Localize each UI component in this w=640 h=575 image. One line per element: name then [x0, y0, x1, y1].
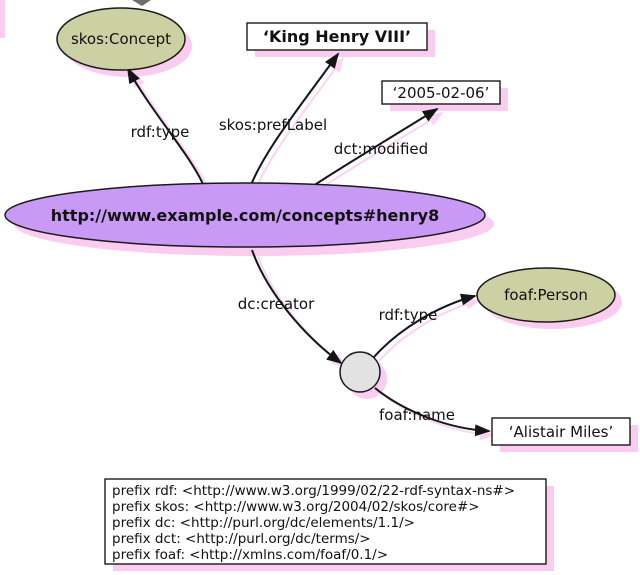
clipped-arrowhead: [132, 0, 151, 6]
prefix-legend-box: [104, 478, 547, 565]
concept-class-node: [56, 7, 186, 71]
modified-edge-echo: [317, 111, 444, 191]
name-edge: [374, 387, 491, 437]
rdf-type2-edge: [373, 293, 477, 358]
preflabel-edge-echo: [255, 56, 345, 190]
person-class-label: foaf:Person: [504, 286, 588, 304]
blank-node: [339, 351, 381, 393]
rdf-type-edge-label: rdf:type: [131, 123, 190, 141]
clipped-shadow-sliver: [0, 0, 5, 38]
subject-resource-node: [4, 182, 486, 248]
preflabel-edge-label: skos:prefLabel: [219, 116, 327, 134]
name-literal-node: [491, 417, 631, 446]
modified-literal-node: [381, 80, 501, 105]
name-literal-label: ‘Alistair Miles’: [509, 423, 613, 441]
subject-resource-label: http://www.example.com/concepts#henry8: [51, 206, 439, 225]
creator-edge: [251, 249, 343, 365]
preflabel-literal-label: ‘King Henry VIII’: [263, 27, 411, 46]
person-class-node: [476, 267, 616, 323]
rdf-type-edge-echo: [132, 71, 209, 189]
creator-edge-label: dc:creator: [238, 295, 315, 313]
modified-literal-label: ‘2005-02-06’: [393, 84, 490, 102]
prefix-line: prefix dc: <http://purl.org/dc/elements/…: [112, 515, 415, 531]
prefix-line: prefix foaf: <http://xmlns.com/foaf/0.1/…: [112, 547, 388, 563]
modified-edge: [312, 107, 439, 187]
preflabel-edge: [250, 52, 340, 186]
prefix-line: prefix dct: <http://purl.org/dc/terms/>: [112, 531, 371, 547]
concept-class-label: skos:Concept: [71, 30, 171, 48]
preflabel-literal-node: [246, 22, 428, 51]
rdf-type-edge: [127, 67, 204, 185]
modified-edge-label: dct:modified: [334, 140, 428, 158]
name-edge-label: foaf:name: [379, 406, 455, 424]
prefix-line: prefix skos: <http://www.w3.org/2004/02/…: [112, 499, 480, 515]
prefix-line: prefix rdf: <http://www.w3.org/1999/02/2…: [112, 483, 515, 499]
rdf-type2-edge-label: rdf:type: [379, 306, 438, 324]
